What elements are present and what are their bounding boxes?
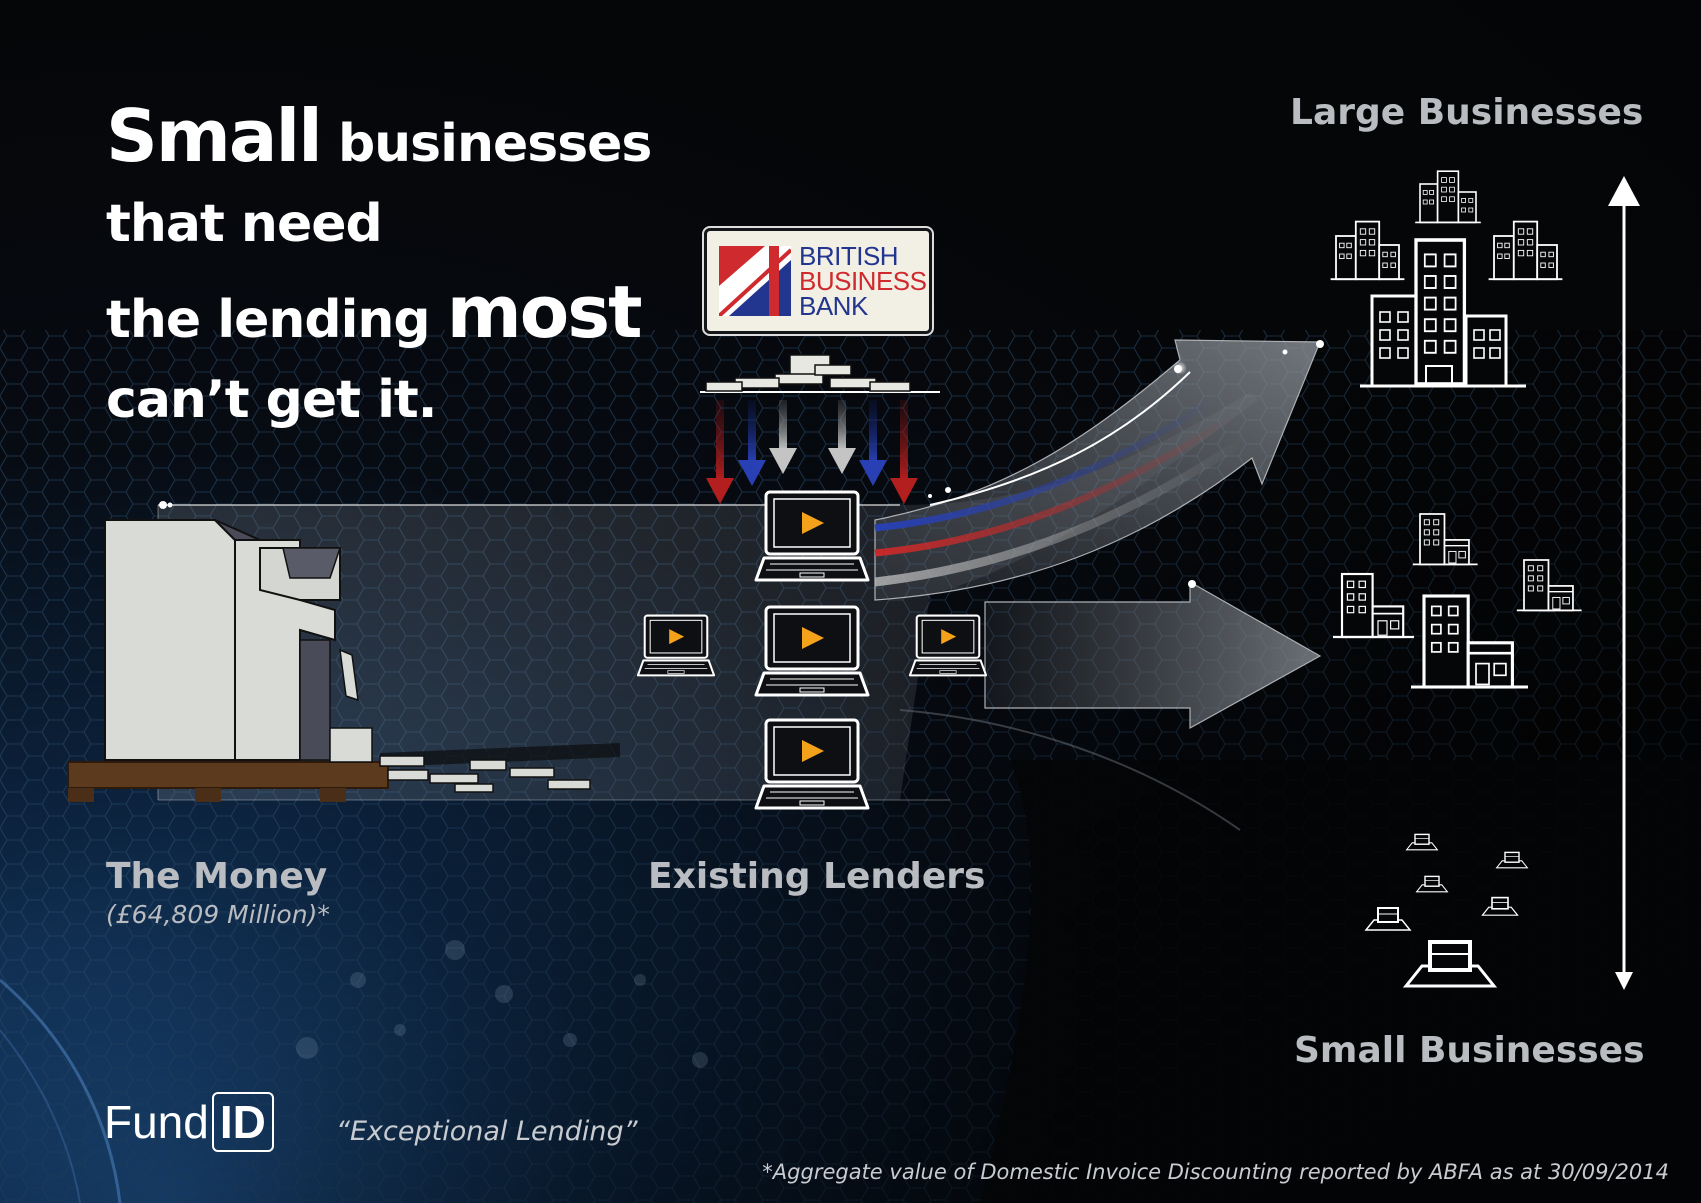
- large-businesses-buildings: [1329, 170, 1564, 388]
- laptop-icon: [636, 614, 716, 677]
- building-icon: [1414, 170, 1482, 224]
- headline-small: Small: [106, 94, 323, 178]
- bank-funding-arrows: [706, 400, 918, 504]
- small-businesses-label: Small Businesses: [1294, 1030, 1645, 1071]
- building-icon: [1329, 220, 1406, 281]
- headline-line4: can’t get it.: [106, 370, 438, 430]
- logo-fund: Fund: [104, 1096, 209, 1148]
- bank-name: BRITISH BUSINESS BANK: [799, 241, 927, 321]
- bank-cash-shelf: [700, 354, 940, 393]
- large-businesses-label: Large Businesses: [1290, 92, 1644, 133]
- bokeh-dots: [296, 940, 708, 1068]
- bank-line2: BUSINESS: [799, 266, 927, 296]
- cash-pile-icon: [67, 519, 621, 802]
- logo-id: ID: [211, 1092, 274, 1152]
- british-business-bank-logo: BRITISH BUSINESS BANK: [702, 226, 934, 336]
- money-amount: (£64,809 Million)*: [106, 900, 330, 929]
- laptop-icon: [908, 614, 988, 677]
- double-arrow-icon: [1608, 176, 1640, 990]
- laptop-icon: [754, 490, 870, 582]
- headline-the-lending: the lending: [106, 290, 431, 350]
- bank-line3: BANK: [799, 291, 868, 321]
- headline: Small businesses that need the lending m…: [106, 100, 652, 452]
- the-money-label: The Money: [106, 856, 328, 897]
- money-flow-band: [158, 392, 1258, 800]
- headline-businesses: businesses: [337, 114, 652, 174]
- building-icon: [1487, 220, 1564, 281]
- laptop-icon: [754, 718, 870, 810]
- bank-line1: BRITISH: [799, 241, 899, 271]
- footnote: *Aggregate value of Domestic Invoice Dis…: [762, 1160, 1669, 1184]
- union-flag-icon: [719, 246, 791, 316]
- existing-lenders-label: Existing Lenders: [648, 856, 986, 897]
- laptop-icon: [754, 605, 870, 697]
- tagline: “Exceptional Lending”: [336, 1116, 638, 1147]
- headline-most: most: [446, 270, 643, 354]
- building-icon: [1414, 238, 1467, 386]
- headline-line2: that need: [106, 194, 383, 254]
